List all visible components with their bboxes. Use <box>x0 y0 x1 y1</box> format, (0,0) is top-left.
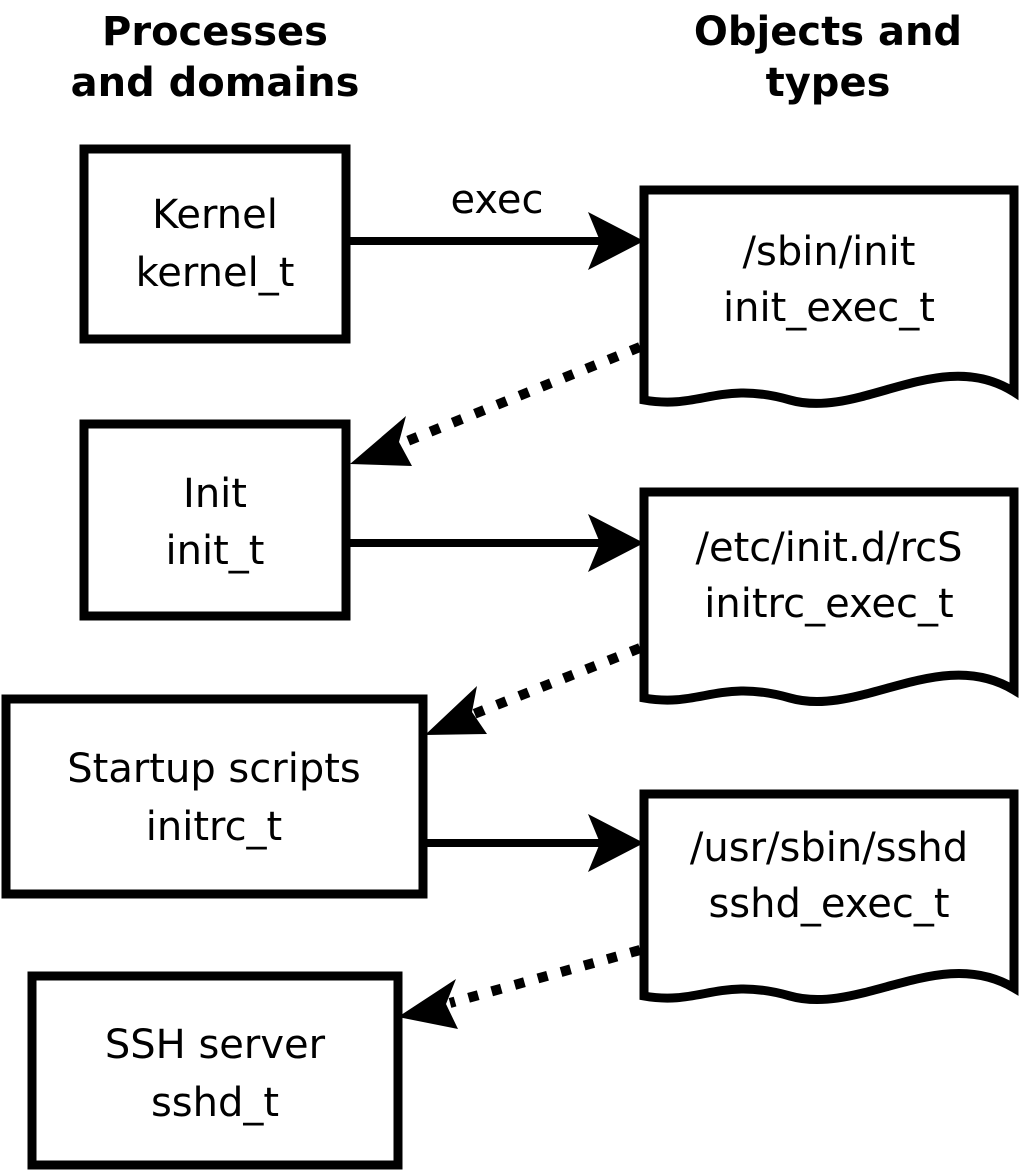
process-box-init-line1: Init <box>183 471 247 517</box>
edge-init-exec-initrc-exec <box>348 514 644 572</box>
process-box-kernel-line2: kernel_t <box>136 250 295 296</box>
process-box-sshd-shape <box>27 971 403 1170</box>
edge-sshd-exec-transition-sshd <box>398 945 642 1029</box>
object-doc-initrc-exec-shape <box>639 487 1019 707</box>
column-header-processes-line2: and domains <box>71 60 360 106</box>
column-header-processes-line1: Processes <box>102 9 328 55</box>
object-doc-initrc-exec[interactable]: /etc/init.d/rcS initrc_exec_t <box>639 487 1019 707</box>
object-doc-sshd-exec-line2: sshd_exec_t <box>708 881 949 927</box>
process-box-initrc-line1: Startup scripts <box>67 746 360 792</box>
process-box-kernel-shape <box>79 144 351 344</box>
column-header-objects-line2: types <box>766 60 891 106</box>
edge-kernel-exec-init-exec: exec <box>348 177 644 270</box>
edge-init-exec-initrc-exec-arrowhead <box>588 514 644 572</box>
process-box-initrc[interactable]: Startup scripts initrc_t <box>1 694 428 899</box>
process-box-init-shape <box>79 419 351 621</box>
process-box-init[interactable]: Init init_t <box>79 419 351 621</box>
process-box-initrc-shape <box>1 694 428 899</box>
process-box-kernel-line1: Kernel <box>152 192 278 238</box>
edge-init-exec-transition-init-arrowhead <box>350 416 412 466</box>
process-box-kernel[interactable]: Kernel kernel_t <box>79 144 351 344</box>
object-doc-initrc-exec-line1: /etc/init.d/rcS <box>695 525 962 571</box>
edge-init-exec-transition-init-line <box>398 342 642 449</box>
edge-sshd-exec-transition-sshd-arrowhead <box>398 979 458 1029</box>
process-box-initrc-line2: initrc_t <box>146 804 283 850</box>
edge-initrc-exec-transition-initrc <box>425 643 642 735</box>
process-box-sshd-line1: SSH server <box>105 1022 326 1068</box>
object-doc-init-exec-line1: /sbin/init <box>743 229 916 275</box>
process-box-sshd-line2: sshd_t <box>151 1080 279 1126</box>
object-doc-sshd-exec[interactable]: /usr/sbin/sshd sshd_exec_t <box>639 789 1019 1005</box>
column-header-objects: Objects and types <box>694 9 962 106</box>
object-doc-initrc-exec-line2: initrc_exec_t <box>704 581 953 627</box>
process-box-init-line2: init_t <box>166 528 265 574</box>
edge-initrc-exec-sshd-exec <box>425 814 644 872</box>
object-doc-init-exec-shape <box>639 185 1019 408</box>
edge-initrc-exec-transition-initrc-arrowhead <box>425 686 487 735</box>
edge-initrc-exec-sshd-exec-arrowhead <box>588 814 644 872</box>
process-box-sshd[interactable]: SSH server sshd_t <box>27 971 403 1170</box>
edge-label-exec: exec <box>451 177 544 223</box>
column-header-processes: Processes and domains <box>71 9 360 106</box>
object-doc-init-exec[interactable]: /sbin/init init_exec_t <box>639 185 1019 408</box>
edge-kernel-exec-init-exec-arrowhead <box>588 212 644 270</box>
object-doc-sshd-exec-line1: /usr/sbin/sshd <box>690 825 968 871</box>
object-doc-init-exec-line2: init_exec_t <box>723 285 935 331</box>
edge-initrc-exec-transition-initrc-line <box>472 643 642 719</box>
edge-sshd-exec-transition-sshd-line <box>448 945 642 1008</box>
column-header-objects-line1: Objects and <box>694 9 962 55</box>
object-doc-sshd-exec-shape <box>639 789 1019 1005</box>
edge-init-exec-transition-init <box>350 342 642 466</box>
